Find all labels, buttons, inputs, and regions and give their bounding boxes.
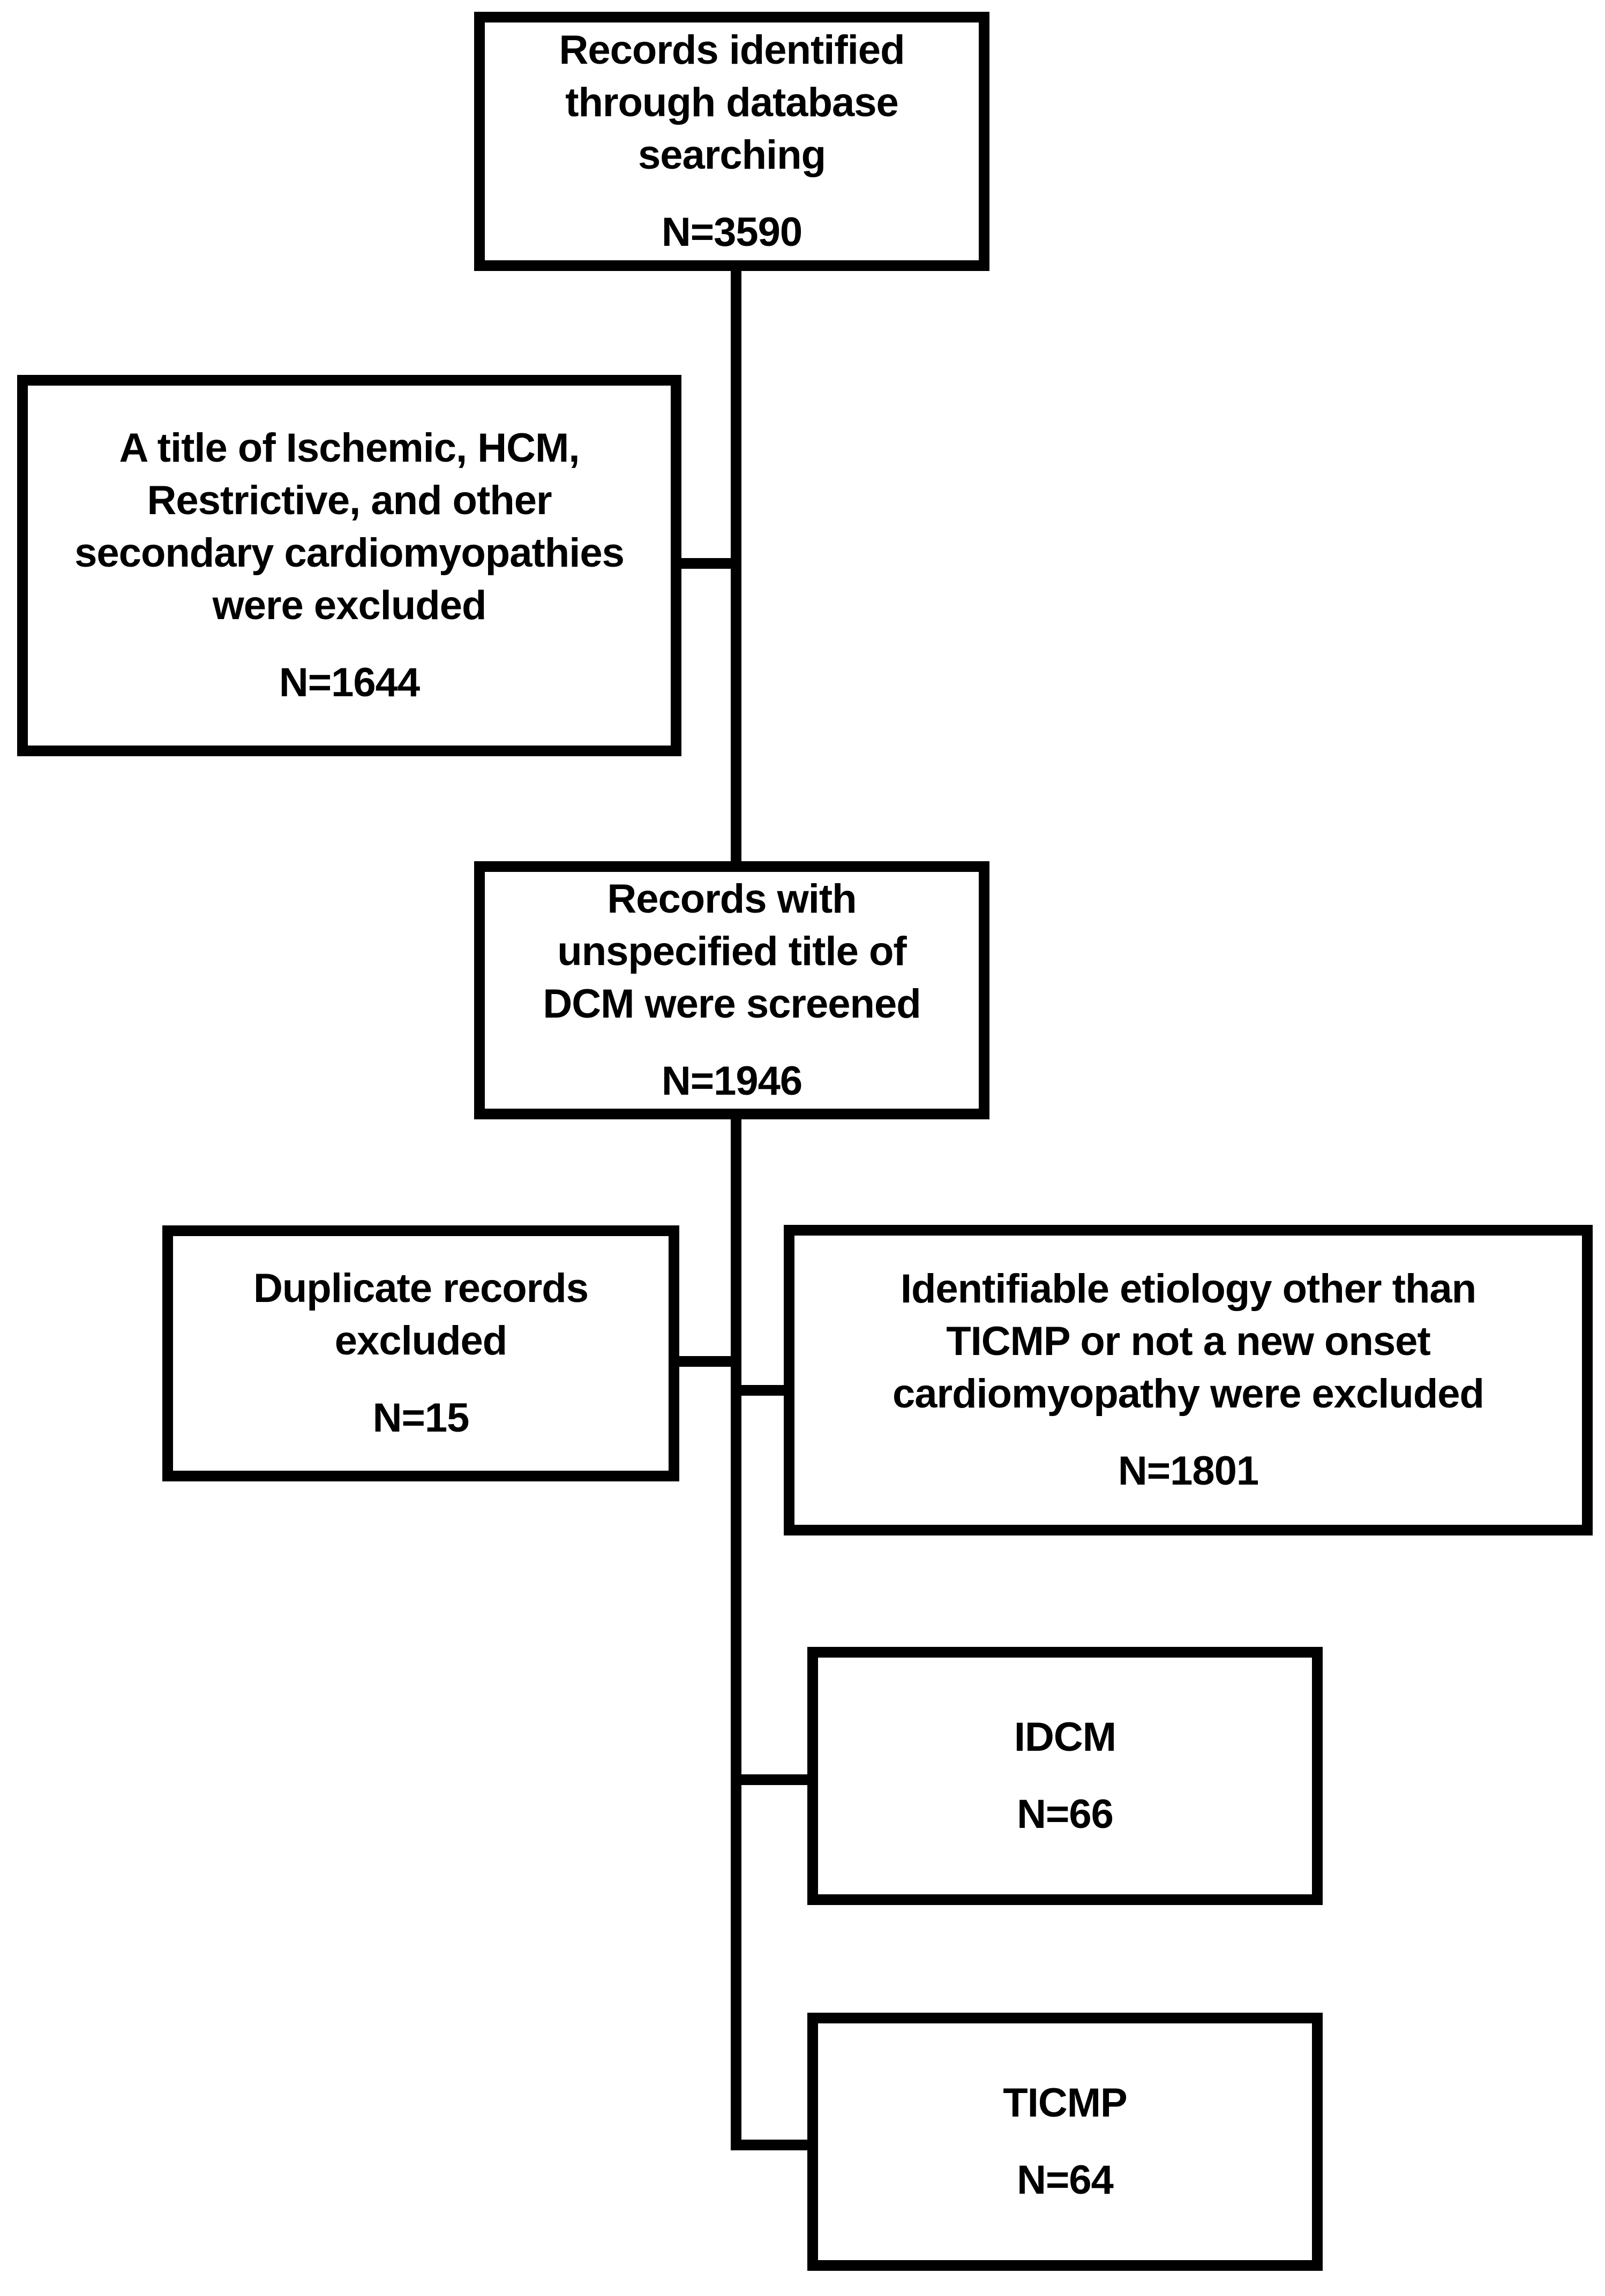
connector-title-excluded (675, 558, 735, 569)
box-duplicates-excluded: Duplicate records excluded N=15 (162, 1225, 679, 1481)
box-title: A title of Ischemic, HCM, Restrictive, a… (74, 425, 625, 628)
connector-duplicates-excluded (673, 1356, 735, 1367)
box-title: Records with unspecified title of DCM we… (543, 876, 921, 1027)
box-title: Identifiable etiology other than TICMP o… (892, 1266, 1484, 1417)
box-count: N=1946 (661, 1058, 802, 1104)
box-records-identified: Records identified through database sear… (474, 12, 989, 271)
box-count: N=64 (1017, 2157, 1114, 2203)
box-title: IDCM (1014, 1714, 1116, 1760)
box-title: Records identified through database sear… (559, 27, 905, 178)
box-title: Duplicate records excluded (253, 1266, 589, 1364)
box-count: N=66 (1017, 1791, 1114, 1837)
box-title-excluded: A title of Ischemic, HCM, Restrictive, a… (17, 375, 681, 756)
box-etiology-excluded: Identifiable etiology other than TICMP o… (784, 1225, 1593, 1535)
box-ticmp: TICMP N=64 (807, 2013, 1323, 2271)
connector-trunk-upper (731, 267, 741, 864)
connector-ticmp (737, 2140, 812, 2150)
box-records-screened: Records with unspecified title of DCM we… (474, 861, 989, 1119)
connector-etiology-excluded (737, 1385, 789, 1396)
box-count: N=1801 (1118, 1448, 1259, 1494)
box-title: TICMP (1003, 2080, 1127, 2126)
box-count: N=1644 (279, 660, 420, 705)
box-count: N=3590 (661, 209, 802, 255)
box-count: N=15 (372, 1395, 470, 1441)
box-idcm: IDCM N=66 (807, 1647, 1323, 1905)
connector-idcm (737, 1774, 812, 1785)
connector-trunk-lower (731, 1117, 741, 2150)
